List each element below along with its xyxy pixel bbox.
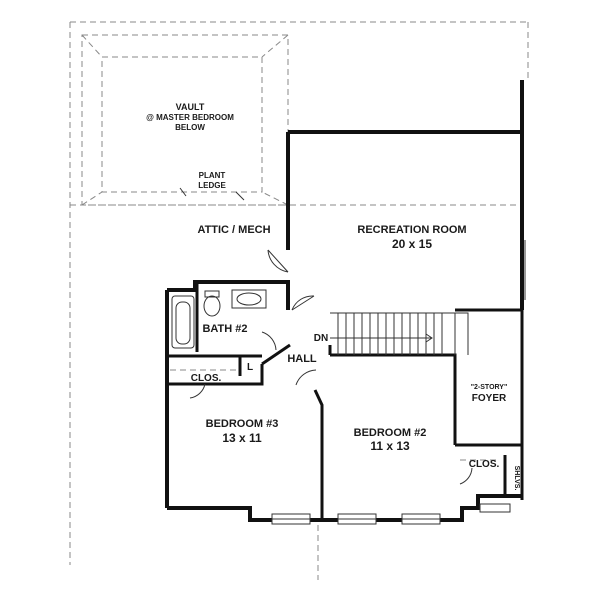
recreation-room-size: 20 x 15 bbox=[392, 237, 432, 251]
bedroom-2-name: BEDROOM #2 bbox=[354, 427, 427, 439]
vault-label-2: @ MASTER BEDROOM bbox=[146, 113, 234, 122]
closet-rods bbox=[170, 369, 500, 461]
bath-2-label: BATH #2 bbox=[202, 323, 247, 335]
bedroom-3-size: 13 x 11 bbox=[222, 431, 262, 445]
foyer-label-1: "2-STORY" bbox=[471, 384, 508, 391]
windows bbox=[271, 503, 511, 525]
foyer-label-2: FOYER bbox=[472, 393, 507, 404]
attic-mech-label: ATTIC / MECH bbox=[197, 224, 270, 236]
plant-ledge-label-1: PLANT bbox=[199, 171, 226, 180]
room-labels: VAULT @ MASTER BEDROOM BELOW PLANT LEDGE… bbox=[146, 102, 520, 490]
stairs-down-label: DN bbox=[314, 333, 328, 344]
plant-ledge-label-2: LEDGE bbox=[198, 181, 226, 190]
walls bbox=[165, 80, 526, 522]
bedroom-2-size: 11 x 13 bbox=[370, 439, 410, 453]
doors bbox=[189, 249, 473, 485]
vault-label-3: BELOW bbox=[175, 123, 205, 132]
bath-fixtures bbox=[171, 289, 267, 349]
hall-label: HALL bbox=[287, 353, 317, 365]
recreation-room-name: RECREATION ROOM bbox=[357, 224, 466, 236]
linen-label: L bbox=[247, 362, 253, 373]
stairs bbox=[330, 312, 469, 355]
vault-area bbox=[81, 34, 289, 206]
bedroom-3-name: BEDROOM #3 bbox=[206, 418, 279, 430]
closet-right-label: CLOS. bbox=[469, 459, 500, 470]
shelves-label: SHLVS. bbox=[513, 466, 520, 491]
vault-label-1: VAULT bbox=[176, 102, 205, 112]
closet-left-label: CLOS. bbox=[191, 373, 222, 384]
